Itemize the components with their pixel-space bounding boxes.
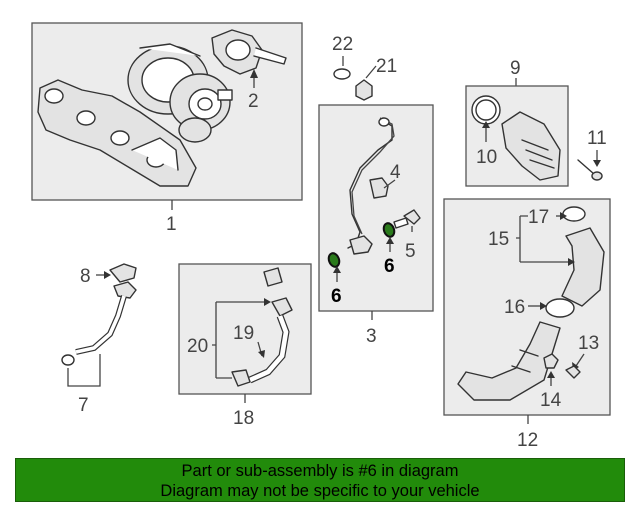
part-2-actuator: 2 [211, 29, 287, 112]
oil-line-panel [318, 104, 434, 312]
turbo-housing-drawing [127, 43, 233, 143]
part-5-banjo-bolt: 5 [393, 209, 421, 262]
part-6-seal-right: 6 [382, 222, 396, 277]
callout-3: 3 [366, 326, 377, 347]
callout-21: 21 [376, 56, 397, 77]
group-charge-pipe: 17 15 16 13 14 12 [443, 198, 611, 451]
group-oil-return-line: 8 7 [61, 263, 137, 416]
callout-13: 13 [578, 333, 599, 354]
banner-line-disclaimer: Diagram may not be specific to your vehi… [160, 482, 480, 500]
part-6-seal-left: 6 [327, 252, 342, 307]
callout-6-left: 6 [331, 286, 342, 307]
callout-17: 17 [528, 207, 549, 228]
callout-20: 20 [187, 336, 208, 357]
group-oil-feed-line: 4 5 6 6 3 [318, 104, 434, 347]
callout-8: 8 [80, 266, 91, 287]
exhaust-manifold-drawing [37, 79, 197, 187]
callout-14: 14 [540, 390, 562, 411]
callout-2: 2 [248, 91, 259, 112]
callout-16: 16 [504, 297, 525, 318]
callout-4: 4 [390, 162, 401, 183]
part-11-bolt: 11 [577, 128, 607, 181]
callout-10: 10 [476, 147, 497, 168]
callout-11: 11 [587, 128, 607, 149]
callout-6-right: 6 [384, 256, 395, 277]
callout-15: 15 [488, 229, 509, 250]
part-21-fitting: 21 [355, 56, 397, 101]
part-22-oring: 22 [332, 34, 353, 80]
callout-18: 18 [233, 408, 254, 429]
callout-12: 12 [517, 430, 538, 451]
callout-9: 9 [510, 58, 521, 79]
group-vacuum-hose: 19 20 18 [178, 263, 312, 429]
callout-19: 19 [233, 323, 254, 344]
callout-5: 5 [405, 241, 416, 262]
callout-1: 1 [166, 214, 177, 235]
callout-7: 7 [78, 395, 89, 416]
group-intake-hose: 9 10 [465, 58, 569, 187]
banner-line-part: Part or sub-assembly is #6 in diagram [181, 462, 459, 480]
info-banner: Part or sub-assembly is #6 in diagram Di… [15, 458, 625, 502]
callout-22: 22 [332, 34, 353, 55]
